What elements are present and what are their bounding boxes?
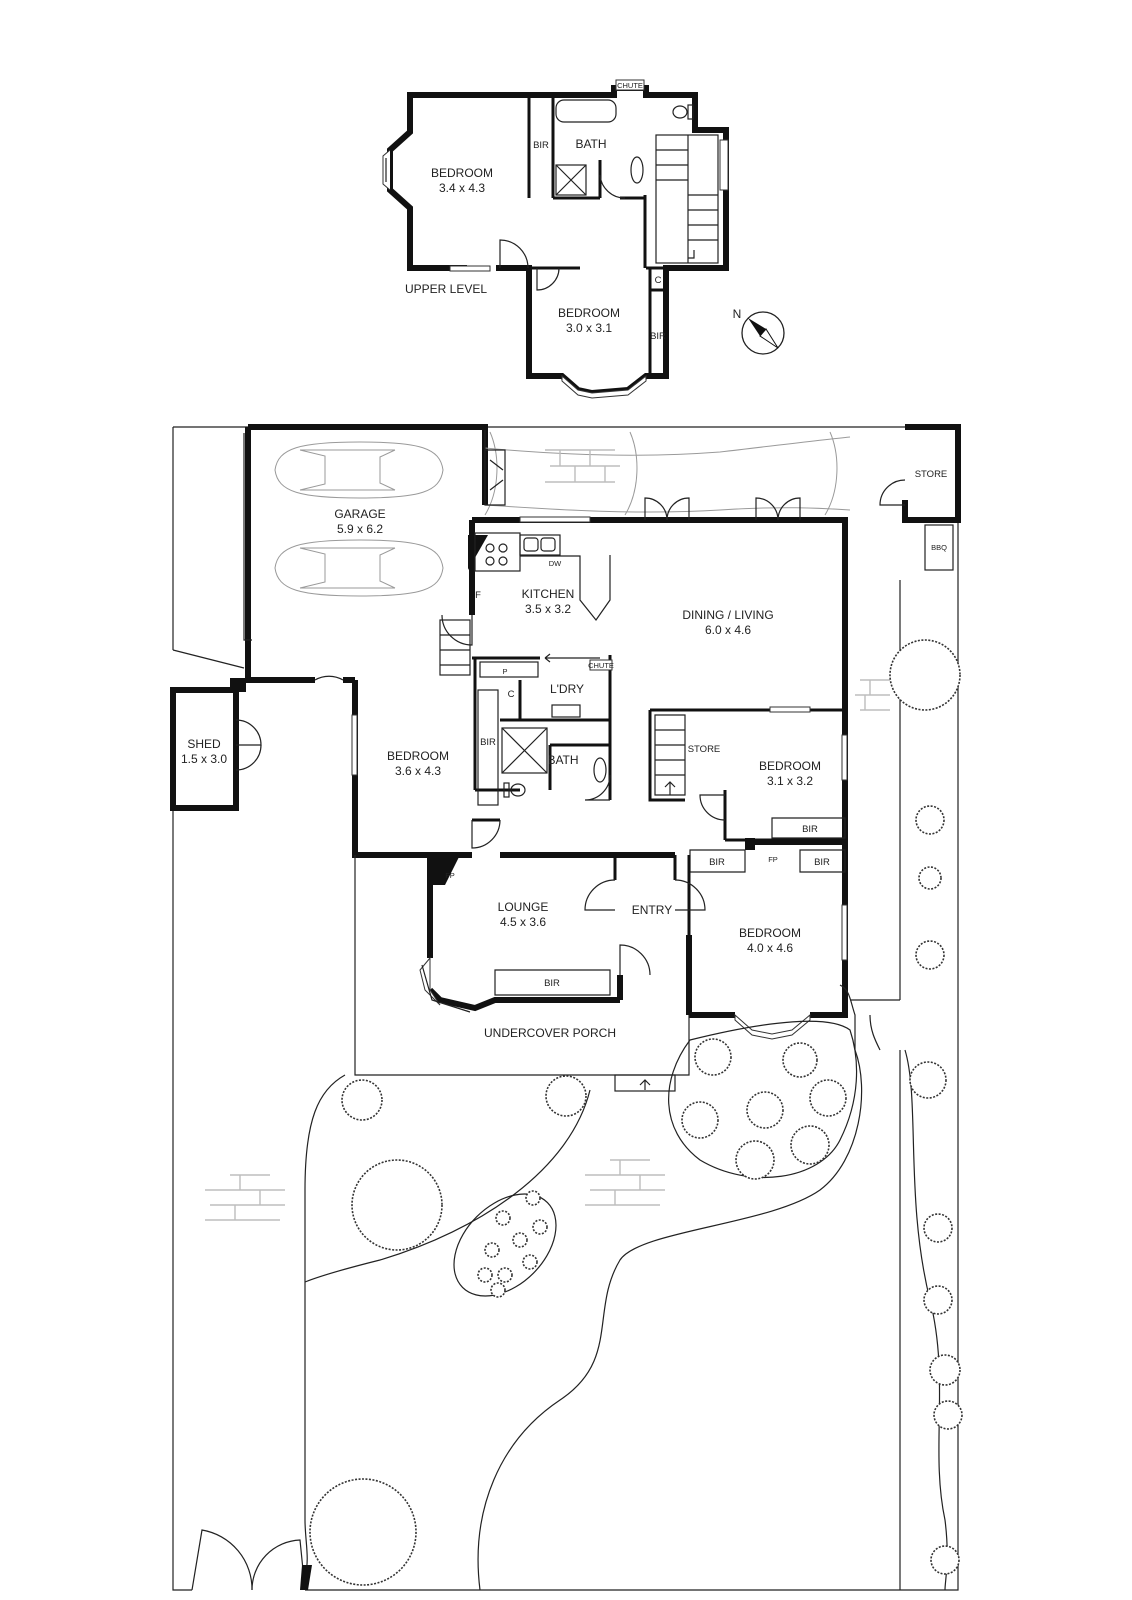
tree-icon: [918, 866, 942, 890]
tree-icon: [889, 639, 961, 711]
upper-bedroom-2-label: BEDROOM: [558, 306, 620, 320]
lounge-size: 4.5 x 3.6: [500, 915, 546, 929]
compass-north-label: N: [733, 307, 742, 321]
upper-chute-label: CHUTE: [617, 81, 643, 90]
upper-cupboard-label: C: [655, 275, 662, 286]
tree-icon: [351, 1159, 443, 1251]
bedroom-east-size: 3.1 x 3.2: [767, 774, 813, 788]
upper-bedroom-1-size: 3.4 x 4.3: [439, 181, 485, 195]
upper-bedroom-1-label: BEDROOM: [431, 166, 493, 180]
upper-level-title: UPPER LEVEL: [405, 282, 487, 296]
french-doors-right: [755, 497, 801, 521]
laundry-label: L'DRY: [550, 682, 584, 696]
shed-label: SHED: [187, 737, 221, 751]
car-icon: [274, 539, 444, 597]
kitchen-label: KITCHEN: [522, 587, 575, 601]
bir-west-label: BIR: [480, 737, 496, 748]
bir-east-label: BIR: [802, 824, 818, 835]
paving-pattern: [205, 449, 890, 1221]
outdoor-store-label: STORE: [915, 469, 948, 480]
small-shrubs: [477, 1190, 548, 1298]
internal-stairs: [648, 708, 720, 802]
lounge-fireplace-label: FP: [445, 871, 455, 880]
tree-icon: [923, 1285, 953, 1315]
bedroom-main-size: 4.0 x 4.6: [747, 941, 793, 955]
bir-main-right-label: BIR: [814, 857, 830, 868]
bir-main-left-label: BIR: [709, 857, 725, 868]
lounge-bir-label: BIR: [544, 978, 560, 989]
porch-label: UNDERCOVER PORCH: [484, 1026, 616, 1040]
shrub-cluster: [681, 1038, 847, 1180]
garage-steps: [439, 619, 471, 676]
lounge-label: LOUNGE: [498, 900, 549, 914]
ground-level-plan: GARAGE 5.9 x 6.2: [170, 424, 963, 1591]
tree-icon: [341, 1079, 383, 1121]
upper-bir-2-label: BIR: [650, 331, 666, 342]
upper-bedroom-2-size: 3.0 x 3.1: [566, 321, 612, 335]
tree-icon: [309, 1478, 417, 1586]
shed-size: 1.5 x 3.0: [181, 752, 227, 766]
dining-living-size: 6.0 x 4.6: [705, 623, 751, 637]
kitchen-size: 3.5 x 3.2: [525, 602, 571, 616]
store-stairs-label: STORE: [688, 744, 721, 755]
chute-label: CHUTE: [588, 661, 614, 670]
upper-level-plan: BEDROOM 3.4 x 4.3 BATH BIR BEDROOM 3.0 x…: [382, 79, 729, 399]
fridge-label: F: [475, 590, 481, 601]
tree-icon: [933, 1400, 963, 1430]
upper-bath-label: BATH: [575, 137, 606, 151]
tree-icon: [909, 1061, 947, 1099]
entry-label: ENTRY: [632, 903, 672, 917]
bedroom-west-label: BEDROOM: [387, 749, 449, 763]
tree-icon: [930, 1545, 960, 1575]
upper-stairs: [655, 134, 719, 264]
bedroom-east-label: BEDROOM: [759, 759, 821, 773]
ground-bath-label: BATH: [547, 753, 578, 767]
french-doors-left: [644, 497, 690, 521]
tree-icon: [915, 805, 945, 835]
bedroom-west-size: 3.6 x 4.3: [395, 764, 441, 778]
tree-icon: [915, 940, 945, 970]
garage-label: GARAGE: [334, 507, 385, 521]
pantry-label: P: [502, 667, 507, 676]
bbq-label: BBQ: [931, 543, 947, 552]
bedroom-main-label: BEDROOM: [739, 926, 801, 940]
car-icon: [274, 441, 444, 499]
tree-icon: [929, 1354, 961, 1386]
garage-size: 5.9 x 6.2: [337, 522, 383, 536]
main-fireplace-label: FP: [768, 855, 778, 864]
laundry-cupboard-label: C: [508, 689, 515, 700]
compass-icon: N: [733, 307, 785, 355]
tree-icon: [923, 1213, 953, 1243]
tree-icon: [545, 1075, 587, 1117]
upper-bir-1-label: BIR: [533, 140, 549, 151]
dining-living-label: DINING / LIVING: [682, 608, 773, 622]
dishwasher-label: DW: [549, 559, 562, 568]
